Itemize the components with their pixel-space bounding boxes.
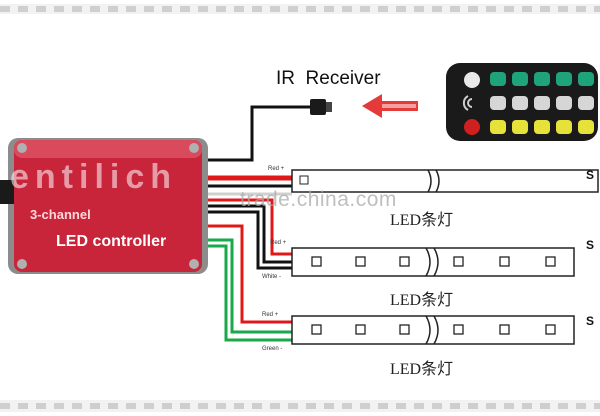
wire-label: Red + bbox=[270, 240, 287, 246]
edge-fragment: S bbox=[586, 238, 595, 252]
watermark: trade.china.com bbox=[240, 188, 397, 211]
ir-receiver-label: IR Receiver bbox=[276, 68, 381, 89]
brand-fragment: entilich bbox=[10, 158, 178, 196]
wire-label: White - bbox=[262, 274, 282, 280]
wire-bundle bbox=[205, 175, 292, 342]
controller-label-title: LED controller bbox=[56, 233, 167, 250]
film-border-top bbox=[0, 4, 600, 14]
led-controller-box bbox=[0, 138, 208, 274]
led-strip-3 bbox=[291, 315, 575, 345]
led-strip-1 bbox=[291, 169, 599, 193]
power-icon bbox=[464, 72, 480, 88]
wire-label: Green - bbox=[262, 346, 283, 352]
edge-fragment: S bbox=[586, 314, 595, 328]
controller-label-channel: 3-channel bbox=[30, 207, 91, 222]
record-icon bbox=[464, 119, 480, 135]
signal-icon bbox=[462, 95, 473, 111]
film-border-bottom bbox=[0, 400, 600, 412]
strip-label: LED条灯 bbox=[390, 292, 454, 309]
wire-label: Red + bbox=[262, 312, 279, 318]
remote-control bbox=[446, 63, 598, 141]
strip-label: LED条灯 bbox=[390, 212, 454, 229]
ir-receiver bbox=[205, 99, 332, 162]
wire-label: Red + bbox=[268, 166, 285, 172]
led-strip-2 bbox=[291, 247, 575, 277]
strip-label: LED条灯 bbox=[390, 361, 454, 378]
arrow-icon bbox=[362, 94, 418, 118]
edge-fragment: S bbox=[586, 168, 595, 182]
